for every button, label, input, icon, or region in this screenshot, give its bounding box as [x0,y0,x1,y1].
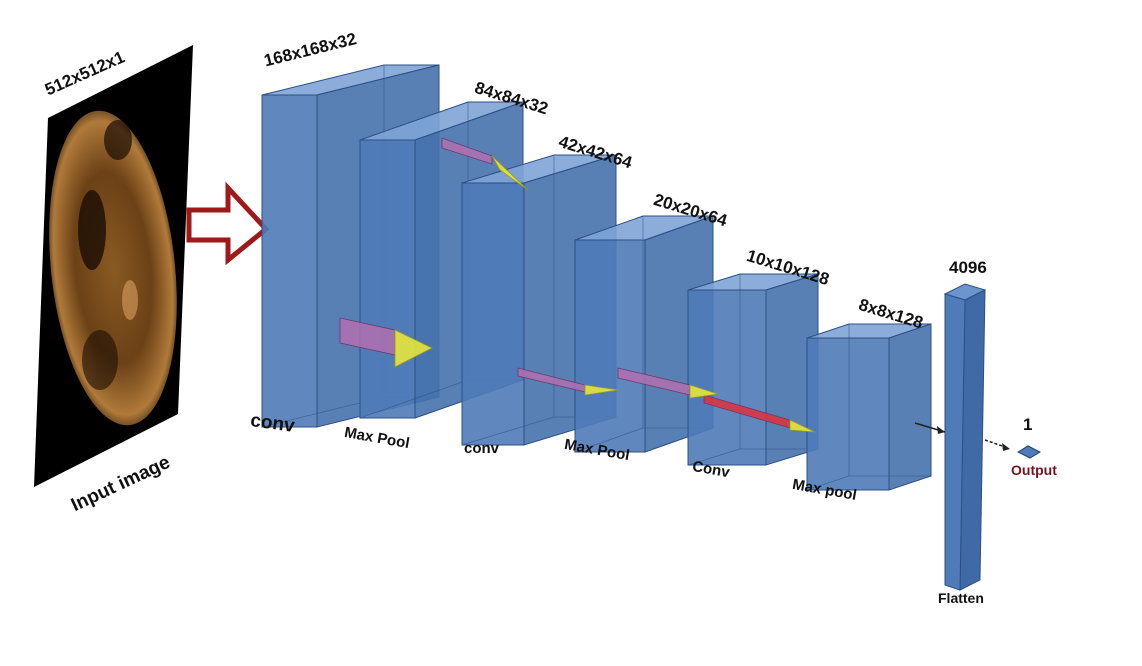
sun-disk [49,110,177,426]
connections [339,137,816,433]
block-3-op: conv [464,440,500,457]
kernel-pyramid-4 [689,384,719,399]
input-arrow-icon [186,181,270,266]
layer-block-6 [806,323,932,491]
flatten-bar [943,283,987,591]
input-image [34,45,193,487]
layer-block-5 [687,273,819,466]
flatten-label: Flatten [938,590,984,606]
kernel-pyramid-2 [491,155,529,191]
kernel-pyramid-1 [394,329,433,368]
output-dims: 1 [1023,415,1033,434]
layer-blocks [261,64,932,491]
flatten-dims: 4096 [949,258,987,277]
kernel-tunnel-2 [441,137,493,165]
output-label: Output [1011,462,1057,478]
output-node [1016,445,1042,459]
kernel-pyramid-5 [789,419,816,433]
kernel-pyramid-3 [584,384,619,396]
